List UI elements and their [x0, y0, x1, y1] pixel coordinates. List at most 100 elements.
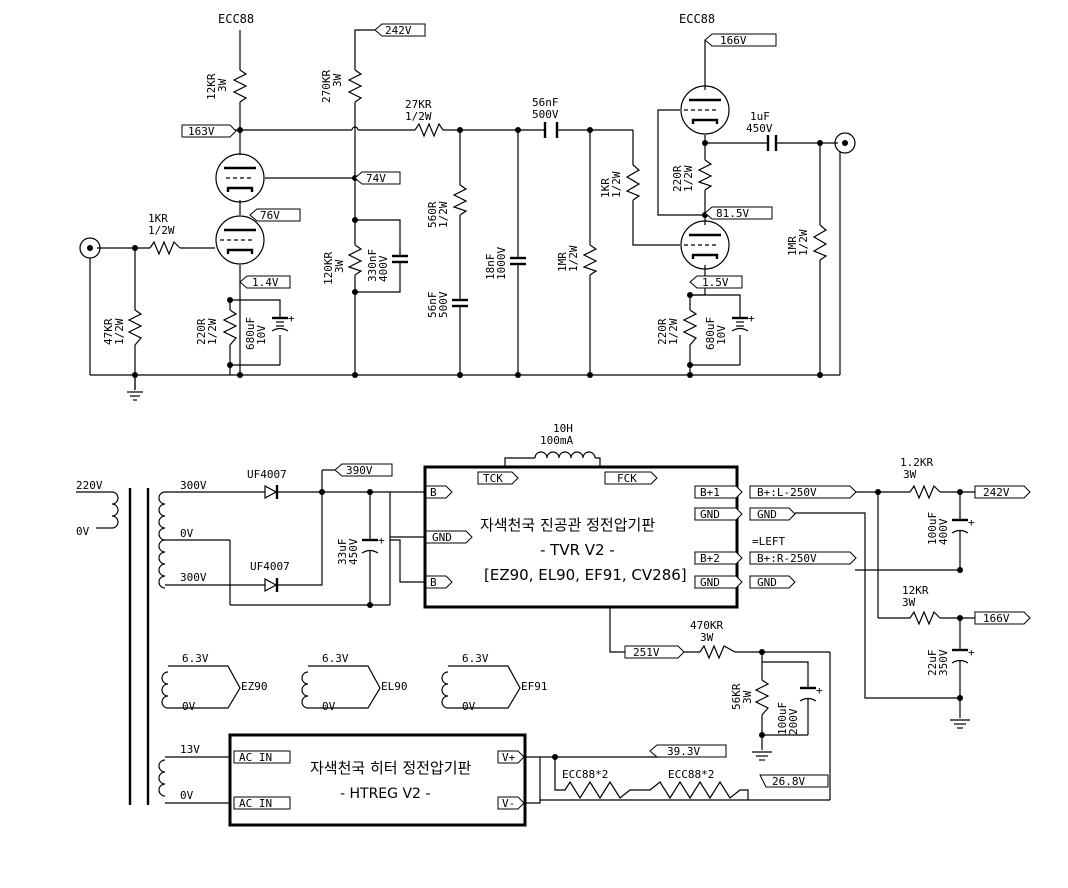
- flag-163: 163V: [188, 125, 215, 138]
- svg-text:1/2W: 1/2W: [682, 165, 695, 192]
- resistor-220-left: [222, 309, 238, 346]
- svg-text:220V: 220V: [76, 479, 103, 492]
- svg-text:18nF: 18nF: [484, 254, 497, 281]
- svg-text:1/2W: 1/2W: [148, 224, 175, 237]
- svg-text:+: +: [968, 646, 975, 659]
- svg-text:220R: 220R: [656, 318, 669, 345]
- svg-text:GND: GND: [700, 576, 720, 589]
- resistor-27k: [414, 122, 444, 138]
- svg-text:3W: 3W: [331, 73, 344, 87]
- tvr-tubes: [EZ90, EL90, EF91, CV286]: [484, 566, 687, 584]
- svg-text:+: +: [378, 534, 385, 547]
- svg-text:0V: 0V: [180, 527, 194, 540]
- resistor-12k: [232, 69, 248, 103]
- tube-upper-left: [215, 153, 265, 203]
- svg-text:=LEFT: =LEFT: [752, 535, 785, 548]
- svg-text:0V: 0V: [322, 700, 336, 713]
- tvr-board: [423, 465, 739, 609]
- svg-text:270KR: 270KR: [320, 70, 333, 103]
- resistor-470k: [699, 644, 736, 660]
- svg-text:100uF: 100uF: [776, 702, 789, 735]
- text-layer: ECC88 ECC88 242V 166V 163V 74V 76V 1.4V …: [76, 12, 1010, 810]
- svg-text:B+1: B+1: [700, 486, 720, 499]
- svg-text:EL90: EL90: [381, 680, 408, 693]
- tube-upper-right: [680, 85, 730, 135]
- svg-text:6.3V: 6.3V: [462, 652, 489, 665]
- svg-text:GND: GND: [700, 508, 720, 521]
- svg-text:400V: 400V: [937, 518, 950, 545]
- svg-text:1/2W: 1/2W: [437, 201, 450, 228]
- svg-text:33uF: 33uF: [336, 539, 349, 566]
- resistor-220-top: [697, 159, 713, 191]
- svg-text:22uF: 22uF: [926, 650, 939, 677]
- svg-text:500V: 500V: [437, 291, 450, 318]
- svg-text:GND: GND: [432, 531, 452, 544]
- svg-text:B: B: [430, 576, 437, 589]
- psu-wiring: + + +: [76, 451, 975, 805]
- svg-text:ECC88*2: ECC88*2: [562, 768, 608, 781]
- svg-text:450V: 450V: [746, 122, 773, 135]
- svg-text:300V: 300V: [180, 571, 207, 584]
- svg-text:1KR: 1KR: [148, 212, 168, 225]
- svg-text:1/2W: 1/2W: [797, 229, 810, 256]
- tube-lower-left: [215, 215, 265, 265]
- svg-text:B+:L-250V: B+:L-250V: [757, 486, 817, 499]
- svg-text:FCK: FCK: [617, 472, 637, 485]
- svg-text:13V: 13V: [180, 743, 200, 756]
- htreg-board: [228, 733, 527, 827]
- flag-26-8: 26.8V: [772, 775, 805, 788]
- svg-text:+: +: [968, 516, 975, 529]
- svg-text:1MR: 1MR: [556, 252, 569, 272]
- svg-text:0V: 0V: [182, 700, 196, 713]
- flag-166-top: 166V: [720, 34, 747, 47]
- svg-text:3W: 3W: [902, 596, 916, 609]
- svg-text:56nF: 56nF: [426, 292, 439, 319]
- svg-text:3W: 3W: [741, 690, 754, 704]
- tube-label-left: ECC88: [218, 12, 254, 26]
- psu-junctions: [319, 489, 963, 760]
- svg-text:B: B: [430, 486, 437, 499]
- svg-text:3W: 3W: [216, 78, 229, 92]
- svg-text:450V: 450V: [347, 538, 360, 565]
- diode-label-1: UF4007: [247, 468, 287, 481]
- resistor-47k: [127, 309, 143, 346]
- svg-text:V-: V-: [502, 797, 515, 810]
- svg-text:120KR: 120KR: [322, 252, 335, 285]
- voltage-flag-shapes: [181, 23, 1031, 810]
- svg-text:680uF: 680uF: [704, 317, 717, 350]
- svg-text:220R: 220R: [671, 165, 684, 192]
- svg-text:0V: 0V: [462, 700, 476, 713]
- svg-text:560R: 560R: [426, 201, 439, 228]
- svg-text:GND: GND: [757, 576, 777, 589]
- amp-resistors: [127, 69, 828, 346]
- flag-1-5: 1.5V: [702, 276, 729, 289]
- svg-text:B+2: B+2: [700, 552, 720, 565]
- svg-text:56nF: 56nF: [532, 96, 559, 109]
- svg-text:200V: 200V: [787, 708, 800, 735]
- svg-text:V+: V+: [502, 751, 516, 764]
- flag-76: 76V: [260, 209, 280, 222]
- flag-81-5: 81.5V: [716, 207, 749, 220]
- svg-text:1/2W: 1/2W: [567, 245, 580, 272]
- svg-text:1/2W: 1/2W: [667, 318, 680, 345]
- flag-166-out: 166V: [983, 612, 1010, 625]
- svg-text:3W: 3W: [333, 259, 346, 273]
- resistor-1k-grid: [625, 164, 641, 201]
- svg-text:+: +: [288, 312, 295, 325]
- svg-text:ECC88*2: ECC88*2: [668, 768, 714, 781]
- svg-text:+: +: [748, 312, 755, 325]
- svg-text:1MR: 1MR: [786, 236, 799, 256]
- svg-text:1uF: 1uF: [750, 110, 770, 123]
- svg-text:1/2W: 1/2W: [405, 110, 432, 123]
- svg-text:0V: 0V: [76, 525, 90, 538]
- resistor-1m-out: [812, 224, 828, 261]
- output-jack: [834, 132, 856, 154]
- svg-text:56KR: 56KR: [730, 683, 743, 710]
- svg-text:12KR: 12KR: [902, 584, 929, 597]
- svg-text:3W: 3W: [903, 468, 917, 481]
- svg-text:47KR: 47KR: [102, 318, 115, 345]
- flag-242-out: 242V: [983, 486, 1010, 499]
- svg-text:300V: 300V: [180, 479, 207, 492]
- svg-text:27KR: 27KR: [405, 98, 432, 111]
